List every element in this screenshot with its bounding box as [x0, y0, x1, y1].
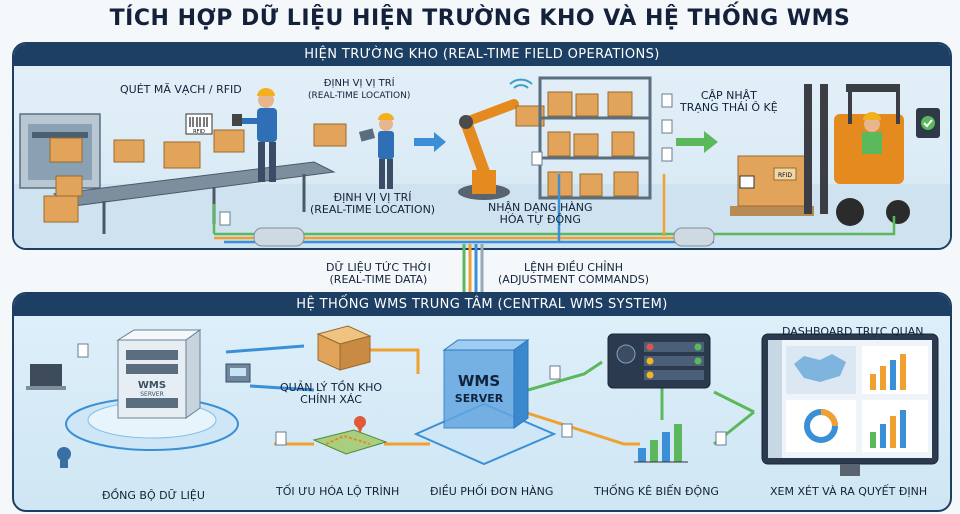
- central-wms-panel: HỆ THỐNG WMS TRUNG TÂM (CENTRAL WMS SYST…: [12, 292, 952, 512]
- dashboard-label: DASHBOARD TRỰC QUAN: [782, 326, 923, 338]
- wms-server-left-icon: WMS SERVER: [118, 330, 200, 418]
- bar-chart-icon: [634, 424, 688, 462]
- auto-identify-label: NHẬN DẠNG HÀNG HÓA TỰ ĐỘNG: [488, 202, 593, 226]
- status-check-icon: [916, 108, 940, 138]
- svg-text:WMS: WMS: [138, 380, 166, 391]
- shelving-rack-icon: [540, 78, 650, 198]
- field-operations-illustration: RFID: [14, 44, 950, 248]
- alerts-panel-icon: [608, 334, 710, 388]
- realtime-data-label: DỮ LIỆU TỨC THỜI (REAL-TIME DATA): [326, 262, 431, 286]
- decision-label: XEM XÉT VÀ RA QUYẾT ĐỊNH: [770, 486, 927, 498]
- route-map-icon: [314, 416, 386, 454]
- arrow-right-icon: [414, 132, 446, 152]
- worker-tablet-icon: [359, 113, 394, 189]
- laptop-icon: [26, 364, 66, 390]
- inventory-box-icon: [318, 326, 370, 370]
- adjustment-commands-label: LỆNH ĐIỀU CHỈNH (ADJUSTMENT COMMANDS): [498, 262, 649, 286]
- svg-text:SERVER: SERVER: [140, 391, 164, 398]
- update-status-label: CẬP NHẬT TRẠNG THÁI Ô KỆ: [680, 90, 778, 114]
- svg-text:SERVER: SERVER: [455, 392, 504, 405]
- svg-text:RFID: RFID: [778, 172, 792, 179]
- page-title: TÍCH HỢP DỮ LIỆU HIỆN TRƯỜNG KHO VÀ HỆ T…: [0, 6, 960, 31]
- flow-arrow: [368, 350, 418, 374]
- location-bottom-label: ĐỊNH VỊ VỊ TRÍ (REAL-TIME LOCATION): [310, 192, 435, 216]
- flow-arrow: [226, 346, 304, 352]
- orders-label: ĐIỀU PHỐI ĐƠN HÀNG: [430, 486, 553, 498]
- svg-text:WMS: WMS: [458, 372, 500, 390]
- stats-label: THỐNG KÊ BIẾN ĐỘNG: [594, 486, 719, 498]
- device-icon: [226, 364, 250, 382]
- sync-label: ĐỒNG BỘ DỮ LIỆU: [102, 490, 205, 502]
- flow-arrow: [714, 392, 754, 412]
- route-label: TỐI ƯU HÓA LỘ TRÌNH: [276, 486, 399, 498]
- location-pin-icon: [57, 447, 71, 468]
- inventory-label: QUẢN LÝ TỒN KHO CHÍNH XÁC: [280, 382, 382, 406]
- field-operations-panel: HIỆN TRƯỜNG KHO (REAL-TIME FIELD OPERATI…: [12, 42, 952, 250]
- wifi-icon: [510, 80, 532, 88]
- arrow-right-icon: [676, 131, 718, 153]
- svg-text:RFID: RFID: [193, 129, 205, 135]
- dashboard-monitor-icon: [762, 334, 938, 476]
- location-top-label: ĐỊNH VỊ VỊ TRÍ (REAL-TIME LOCATION): [308, 78, 410, 102]
- pallet-box-icon: RFID: [730, 156, 814, 216]
- scan-label: QUÉT MÃ VẠCH / RFID: [120, 84, 242, 96]
- wms-server-center-icon: WMS SERVER: [416, 340, 554, 464]
- barcode-tag-icon: RFID: [186, 114, 212, 135]
